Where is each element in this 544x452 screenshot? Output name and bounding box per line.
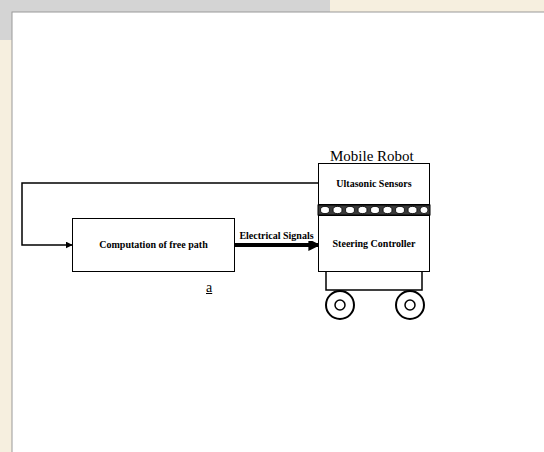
box-label: Steering Controller	[333, 238, 416, 250]
signal-arrow	[235, 243, 318, 247]
box-label: Computation of free path	[99, 239, 207, 251]
process-box: Computation of free path	[72, 218, 235, 272]
sensor-box: Ultasonic Sensors	[318, 163, 430, 205]
controller-box: Steering Controller	[318, 215, 430, 272]
robot-group: Mobile RobotUltasonic SensorsSteering Co…	[318, 150, 430, 272]
wheel	[396, 291, 424, 319]
box-label: Ultasonic Sensors	[336, 178, 411, 190]
edge-label: Electrical Signals	[238, 230, 314, 241]
figure-letter: a	[206, 280, 212, 296]
white-panel	[12, 12, 544, 452]
robot-chassis	[326, 272, 424, 319]
sensor-strip	[318, 205, 430, 215]
wheel	[326, 291, 354, 319]
